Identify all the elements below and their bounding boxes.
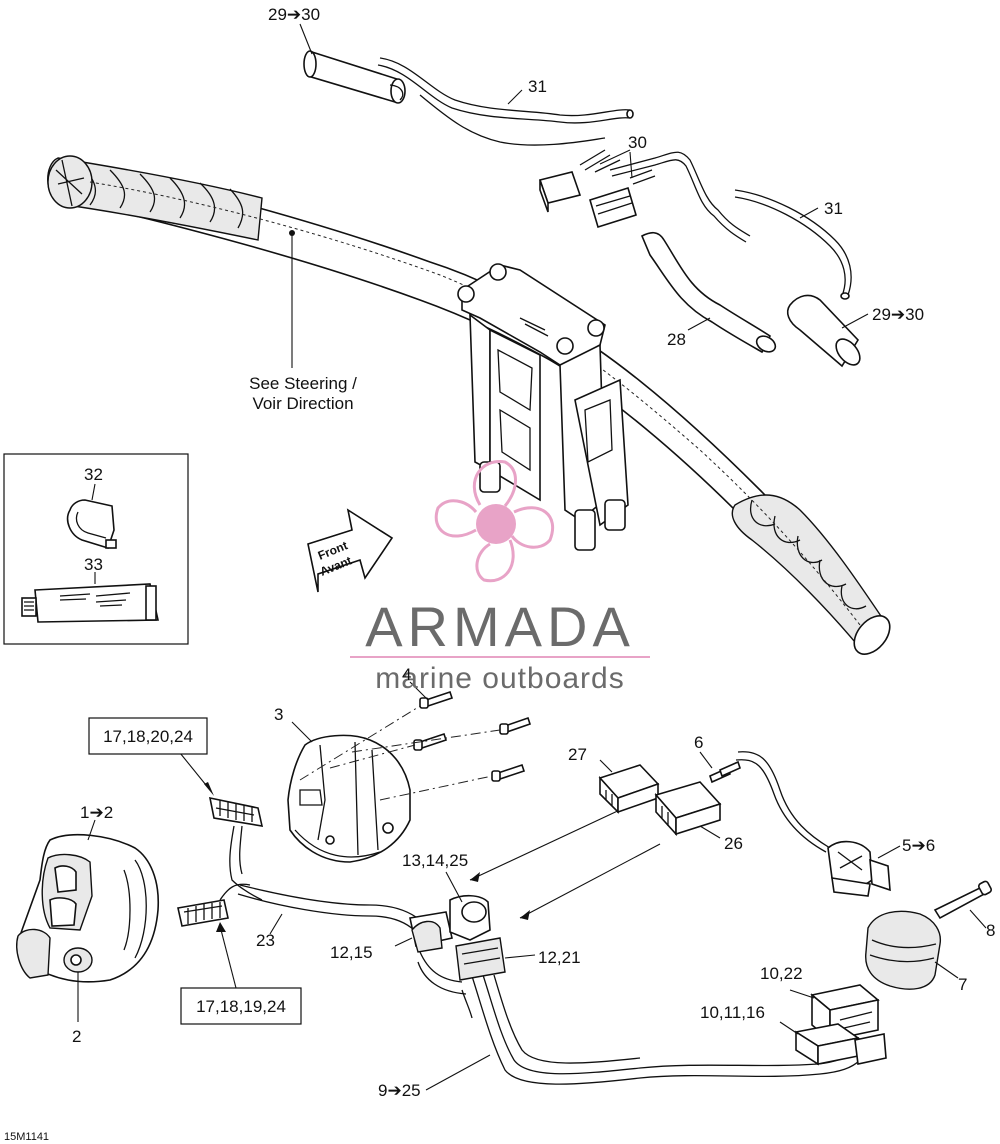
part-28-tube: [640, 231, 777, 354]
watermark-tagline: marine outboards: [375, 662, 624, 695]
connector-upper: [208, 796, 264, 827]
handlebar: [47, 155, 891, 655]
part-10-11-16-box: [793, 1023, 887, 1066]
part-29-30-top-grip: [303, 50, 406, 104]
box-label-17-18-20-24: 17,18,20,24: [103, 727, 193, 746]
callout-6: 6: [694, 733, 703, 752]
part-31-top-wire: [377, 57, 634, 146]
callout-12-15: 12,15: [330, 943, 373, 962]
callout-29-30-top: 29➔30: [268, 5, 320, 24]
callout-26: 26: [724, 834, 743, 853]
wiring-harness: [237, 884, 861, 1085]
part-1-2-switch: [16, 833, 160, 983]
part-3-housing: [287, 734, 411, 863]
callout-30: 30: [628, 133, 647, 152]
part-33-tube: [21, 583, 159, 623]
callout-28: 28: [667, 330, 686, 349]
callout-23: 23: [256, 931, 275, 950]
callout-12-21: 12,21: [538, 948, 581, 967]
callout-32: 32: [84, 465, 103, 484]
callout-31-top: 31: [528, 77, 547, 96]
steering-note-line1: See Steering /: [249, 374, 357, 393]
box-17-18-19-24: [180, 987, 302, 1025]
handlebar-clamp: [457, 263, 629, 551]
callout-3: 3: [274, 705, 283, 724]
callout-31-right: 31: [824, 199, 843, 218]
part-27-connector: [598, 764, 660, 814]
part-32-clip: [66, 499, 117, 549]
propeller-logo-icon: [434, 460, 554, 583]
part-26-connector: [654, 781, 722, 837]
drawing-code: 15M1141: [4, 1131, 49, 1143]
box-17-18-20-24: [88, 717, 208, 755]
callout-13-14-25: 13,14,25: [402, 851, 468, 870]
callout-1-2: 1➔2: [80, 803, 113, 822]
part-30-connectors: [538, 149, 751, 243]
part-8-pin: [933, 880, 992, 920]
callout-9-25: 9➔25: [378, 1081, 421, 1100]
front-arrow: Front Avant: [307, 508, 394, 593]
steering-note-line2: Voir Direction: [252, 394, 353, 413]
left-grip: [47, 155, 263, 241]
armada-watermark: ARMADA marine outboards: [350, 460, 650, 695]
callout-2: 2: [72, 1027, 81, 1046]
callout-4: 4: [402, 665, 411, 684]
connector-lower: [177, 899, 229, 927]
callout-7: 7: [958, 975, 967, 994]
callout-27: 27: [568, 745, 587, 764]
part-4-screws: [299, 690, 532, 801]
right-grip: [731, 494, 891, 655]
part-7-cap: [865, 910, 942, 990]
watermark-brand: ARMADA: [365, 595, 635, 658]
box-label-17-18-19-24: 17,18,19,24: [196, 997, 286, 1016]
part-31-right-wire: [734, 189, 852, 300]
callout-5-6: 5➔6: [902, 836, 935, 855]
callout-10-22: 10,22: [760, 964, 803, 983]
part-29-30-right-grip: [786, 294, 861, 368]
callout-10-11-16: 10,11,16: [700, 1003, 765, 1022]
inset-box: [3, 453, 189, 645]
part-6-pins: [709, 760, 741, 784]
callout-29-30-right: 29➔30: [872, 305, 924, 324]
callout-8: 8: [986, 921, 995, 940]
part-5-6-sensor: [735, 751, 891, 897]
callout-33: 33: [84, 555, 103, 574]
